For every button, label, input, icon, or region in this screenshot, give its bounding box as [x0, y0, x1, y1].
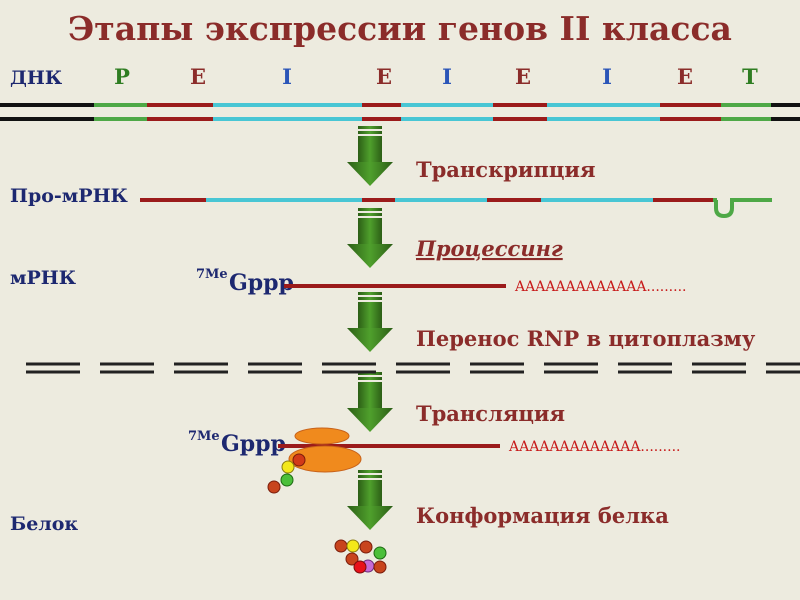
cap-superscript: 7Me — [196, 267, 228, 282]
segment-label-intron-1: I — [282, 64, 292, 89]
nascent-peptide — [267, 453, 306, 494]
amino-acid-icon — [281, 460, 295, 474]
terminator-hairpin-icon — [714, 198, 772, 219]
segment-label-intron-3: I — [602, 64, 612, 89]
pro-mrna-strand — [140, 198, 772, 219]
ribosome-icon — [288, 427, 362, 473]
folded-protein — [334, 539, 387, 574]
row-label-pro-mrna: Про-мРНК — [10, 185, 129, 207]
step-label-processing: Процессинг — [415, 236, 563, 261]
dna-double-strand — [0, 103, 800, 121]
segment-label-exon-4: E — [677, 64, 693, 89]
amino-acid-icon — [292, 453, 306, 467]
poly-a-tail: AAAAAAAAAAAAA......... — [508, 439, 681, 455]
amino-acid-icon — [373, 546, 387, 560]
row-label-mrna: мРНК — [10, 267, 77, 289]
nuclear-membrane-icon — [26, 362, 800, 374]
mrna-strand — [284, 284, 506, 288]
down-arrow-icon — [347, 470, 393, 530]
amino-acid-icon — [346, 539, 360, 553]
step-label-protein-folding: Конформация белка — [416, 503, 669, 528]
segment-label-exon-3: E — [515, 64, 531, 89]
segment-label-terminator: T — [742, 64, 758, 89]
down-arrow-icon — [347, 372, 393, 432]
row-label-dna: ДНК — [10, 67, 63, 89]
mrna-strand-translation — [278, 444, 500, 448]
amino-acid-icon — [267, 480, 281, 494]
segment-label-promoter: P — [114, 64, 130, 89]
dna-segment-labels: P E I E I E I E T — [114, 64, 758, 89]
cap-superscript: 7Me — [188, 429, 220, 444]
amino-acid-icon — [334, 539, 348, 553]
dna-strand-top — [0, 103, 800, 107]
amino-acid-icon — [373, 560, 387, 574]
down-arrow-icon — [347, 292, 393, 352]
cap-gppp: Gppp — [221, 431, 286, 457]
step-label-translation: Трансляция — [416, 401, 565, 426]
down-arrow-icon — [347, 126, 393, 186]
cap-gppp: Gppp — [229, 270, 294, 296]
segment-label-exon-1: E — [190, 64, 206, 89]
row-label-protein: Белок — [10, 513, 78, 535]
amino-acid-icon — [353, 560, 367, 574]
step-label-rnp-transport: Перенос RNP в цитоплазму — [416, 326, 756, 351]
page-title: Этапы экспрессии генов II класса — [68, 9, 732, 48]
poly-a-tail: AAAAAAAAAAAAA......... — [514, 279, 687, 295]
segment-label-exon-2: E — [376, 64, 392, 89]
dna-strand-bottom — [0, 117, 800, 121]
amino-acid-icon — [345, 552, 359, 566]
amino-acid-icon — [280, 473, 294, 487]
step-label-transcription: Транскрипция — [416, 157, 595, 182]
amino-acid-icon — [359, 540, 373, 554]
segment-label-intron-2: I — [442, 64, 452, 89]
down-arrow-icon — [347, 208, 393, 268]
